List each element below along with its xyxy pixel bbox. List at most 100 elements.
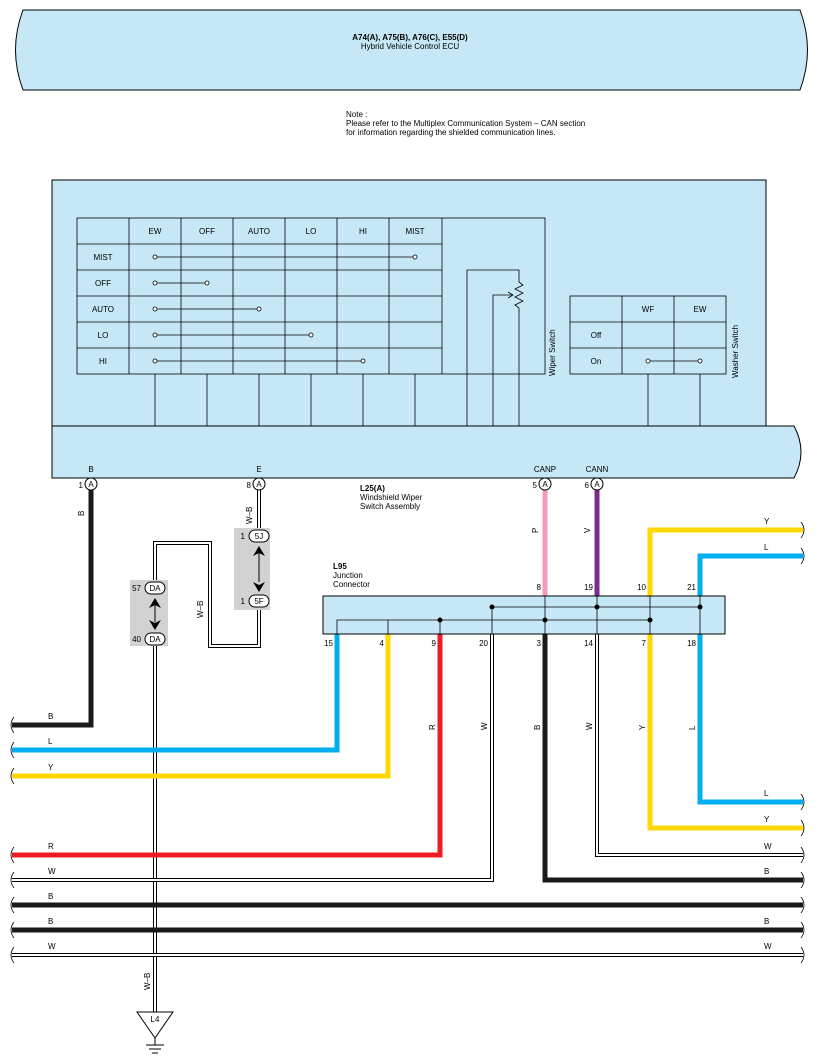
washer-switch-label: Washer Switch xyxy=(731,325,740,378)
ecu-name: Hybrid Vehicle Control ECU xyxy=(361,42,459,51)
wire-b-black-1 xyxy=(12,490,94,728)
svg-text:A: A xyxy=(88,480,94,489)
svg-text:4: 4 xyxy=(380,639,385,648)
assembly-name-1: Windshield Wiper xyxy=(360,493,423,502)
assembly-terminal-5: 5 A xyxy=(533,477,552,491)
washer-contact-wf xyxy=(645,358,651,364)
svg-text:B: B xyxy=(764,867,769,876)
svg-text:1: 1 xyxy=(241,532,246,541)
svg-text:B: B xyxy=(533,725,542,730)
col-off: OFF xyxy=(199,227,215,236)
assembly-terminal-8: 8 A xyxy=(247,477,266,491)
washer-row-on: On xyxy=(591,357,602,366)
svg-text:W: W xyxy=(48,942,56,951)
left-break-marks xyxy=(10,716,15,964)
junction-dots xyxy=(437,604,703,623)
wire-l-blue-top xyxy=(697,553,803,596)
assembly-name-2: Switch Assembly xyxy=(360,502,420,511)
svg-text:5F: 5F xyxy=(254,597,263,606)
wire-l-blue-right xyxy=(697,634,803,805)
svg-text:W: W xyxy=(764,842,772,851)
terminal-name-cann: CANN xyxy=(586,465,609,474)
svg-text:15: 15 xyxy=(324,639,333,648)
svg-text:W: W xyxy=(480,722,489,730)
svg-text:W: W xyxy=(585,722,594,730)
wire-y-yellow-top xyxy=(647,527,803,596)
wiper-switch-label: Wiper Switch xyxy=(548,329,557,376)
svg-text:W: W xyxy=(764,942,772,951)
washer-row-off: Off xyxy=(591,331,602,340)
wiper-switch-table xyxy=(76,217,546,375)
inline-connector-da-57: 57 DA xyxy=(132,581,166,608)
svg-text:Y: Y xyxy=(638,724,647,730)
junction-bottom-pins: 15 4 9 20 3 14 7 18 xyxy=(324,639,696,648)
wire-label-v: V xyxy=(583,527,592,533)
junction-name-2: Connector xyxy=(333,580,370,589)
wire-label-p: P xyxy=(531,528,540,533)
svg-text:Y: Y xyxy=(764,815,770,824)
row-lo: LO xyxy=(98,331,109,340)
wire-w-white-right xyxy=(595,634,803,857)
svg-text:B: B xyxy=(48,917,53,926)
wiper-switch-leads xyxy=(154,374,416,426)
svg-text:21: 21 xyxy=(687,583,696,592)
row-mist: MIST xyxy=(93,253,112,262)
svg-text:1: 1 xyxy=(79,481,84,490)
note-title: Note : xyxy=(346,110,368,119)
svg-text:10: 10 xyxy=(637,583,646,592)
svg-text:19: 19 xyxy=(584,583,593,592)
svg-text:14: 14 xyxy=(584,639,593,648)
junction-code: L95 xyxy=(333,562,347,571)
wire-b-black-right xyxy=(542,634,803,883)
row-hi: HI xyxy=(99,357,107,366)
ground-id: L4 xyxy=(151,1015,160,1024)
svg-text:W: W xyxy=(48,867,56,876)
svg-text:L: L xyxy=(688,725,697,730)
right-break-marks xyxy=(800,521,805,964)
potentiometer-symbol xyxy=(466,269,524,426)
wiper-switch-headers: EW OFF AUTO LO HI MIST MIST OFF AUTO LO … xyxy=(92,227,425,366)
svg-text:A: A xyxy=(594,480,600,489)
svg-text:40: 40 xyxy=(132,635,141,644)
svg-text:DA: DA xyxy=(149,635,161,644)
junction-top-pins: 8 19 10 21 xyxy=(537,583,697,592)
col-lo: LO xyxy=(306,227,317,236)
junction-wire-labels: R W B W Y L xyxy=(428,722,697,730)
assembly-terminal-6: 6 A xyxy=(585,477,604,491)
wire-label-b: B xyxy=(77,511,86,516)
svg-text:B: B xyxy=(48,712,53,721)
terminal-name-e: E xyxy=(256,465,261,474)
wire-label-w-b: W–B xyxy=(245,507,254,524)
wire-w-white-left xyxy=(12,634,494,882)
svg-text:5: 5 xyxy=(533,481,538,490)
note-block: Note : Please refer to the Multiplex Com… xyxy=(346,110,666,137)
svg-text:9: 9 xyxy=(432,639,437,648)
left-wire-labels: B L Y R W B B W xyxy=(48,712,56,951)
svg-text:1: 1 xyxy=(241,597,246,606)
washer-col-ew: EW xyxy=(694,305,707,314)
wire-r-red-left xyxy=(12,634,443,858)
svg-text:5J: 5J xyxy=(255,532,263,541)
note-line-2: for information regarding the shielded c… xyxy=(346,128,556,137)
svg-text:L: L xyxy=(764,543,769,552)
svg-text:7: 7 xyxy=(642,639,647,648)
wire-l-blue-left xyxy=(12,634,340,753)
terminal-name-canp: CANP xyxy=(534,465,556,474)
wire-y-yellow-right xyxy=(647,634,803,831)
row-auto: AUTO xyxy=(92,305,114,314)
svg-text:B: B xyxy=(764,917,769,926)
inline-connector-da-40: 40 DA xyxy=(132,620,166,646)
svg-text:Y: Y xyxy=(48,763,54,772)
inline-connector-5j: 1 5J xyxy=(241,529,270,556)
assembly-terminal-1: 1 A xyxy=(79,477,98,491)
right-wire-labels: Y L L Y W B B W xyxy=(764,517,772,951)
row-off: OFF xyxy=(95,279,111,288)
svg-text:DA: DA xyxy=(149,584,161,593)
col-ew: EW xyxy=(149,227,162,236)
svg-text:6: 6 xyxy=(585,481,590,490)
col-mist: MIST xyxy=(405,227,424,236)
svg-text:B: B xyxy=(48,892,53,901)
svg-text:L: L xyxy=(48,737,53,746)
svg-text:L: L xyxy=(764,789,769,798)
